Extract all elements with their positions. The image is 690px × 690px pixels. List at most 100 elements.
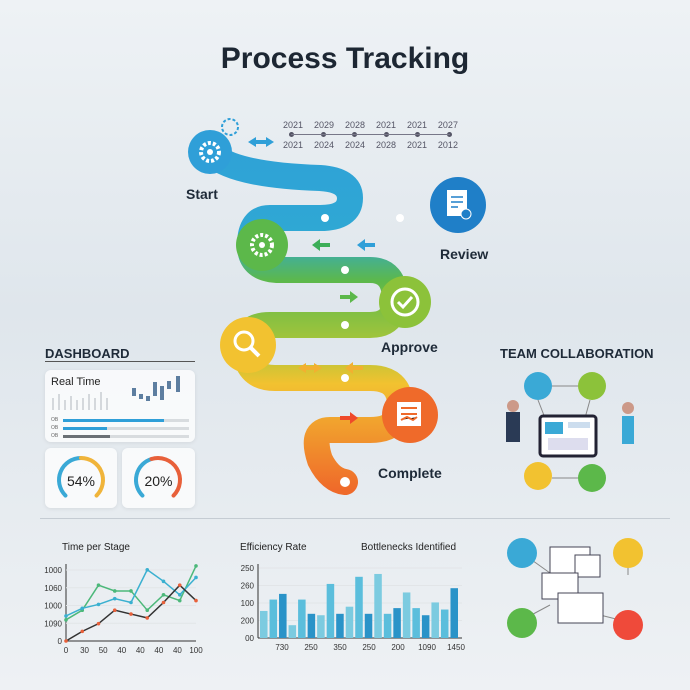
x-tick-label: 40 bbox=[136, 646, 145, 655]
x-tick-label: 40 bbox=[117, 646, 126, 655]
progress-track bbox=[63, 434, 189, 438]
x-tick-label: 250 bbox=[362, 643, 376, 652]
avatar bbox=[507, 538, 537, 568]
gauge-arc bbox=[57, 456, 83, 498]
checkmark-icon bbox=[390, 287, 420, 317]
avatar bbox=[578, 464, 606, 492]
bar bbox=[440, 609, 449, 638]
y-tick-label: 1000 bbox=[44, 602, 62, 611]
progress-row: OB bbox=[51, 416, 189, 424]
team-illustration bbox=[506, 372, 634, 492]
bar-chart-subtitle: Bottlenecks Identified bbox=[361, 542, 457, 553]
data-point bbox=[194, 598, 198, 603]
data-point bbox=[64, 639, 68, 643]
gauge-arc bbox=[79, 456, 105, 498]
arrow-icon bbox=[298, 363, 322, 373]
timeline-year: 2021 bbox=[283, 120, 304, 130]
y-tick-label: 1060 bbox=[44, 584, 62, 593]
progress-track bbox=[63, 418, 189, 422]
bar bbox=[450, 588, 458, 638]
avatar bbox=[613, 610, 643, 640]
progress-fill bbox=[63, 426, 108, 430]
data-point bbox=[80, 629, 85, 634]
series-line-blue bbox=[65, 568, 197, 617]
x-tick-label: 30 bbox=[80, 646, 89, 655]
arrow-icon bbox=[340, 291, 358, 303]
timeline-year: 2027 bbox=[437, 120, 458, 130]
x-tick-label: 40 bbox=[173, 646, 182, 655]
arrow-icon bbox=[345, 362, 363, 374]
dashboard-heading: DASHBOARD bbox=[45, 346, 130, 361]
gauge-value: 20% bbox=[144, 473, 173, 489]
y-tick-label: 00 bbox=[245, 634, 254, 643]
realtime-label: Real Time bbox=[51, 376, 101, 388]
arrow-icon bbox=[312, 239, 330, 251]
bar bbox=[317, 615, 325, 638]
timeline-year: 2029 bbox=[313, 120, 335, 130]
x-tick-label: 100 bbox=[189, 646, 203, 655]
gear-icon bbox=[250, 233, 274, 257]
bar bbox=[364, 613, 373, 638]
data-point bbox=[112, 589, 117, 593]
arrow-icon bbox=[357, 239, 375, 251]
data-point bbox=[177, 593, 182, 597]
timeline-year: 2021 bbox=[283, 140, 304, 150]
magnifier-icon bbox=[233, 330, 261, 358]
data-point bbox=[161, 600, 166, 605]
y-tick-label: 1090 bbox=[44, 619, 62, 628]
bar bbox=[374, 573, 382, 638]
x-tick-label: 50 bbox=[99, 646, 108, 655]
stage-label-review: Review bbox=[440, 246, 489, 262]
gauge-value: 54% bbox=[66, 473, 96, 489]
team-collaboration-heading: TEAM COLLABORATION bbox=[500, 346, 654, 361]
timeline-year: 2028 bbox=[375, 140, 396, 150]
progress-label: OB bbox=[51, 433, 59, 439]
bar bbox=[307, 613, 316, 638]
gauge-arc bbox=[134, 456, 154, 498]
data-point bbox=[64, 614, 68, 618]
data-point bbox=[129, 612, 133, 616]
gauge-arc bbox=[149, 456, 182, 498]
arrow-icon bbox=[340, 412, 358, 424]
gauge-card-2: 20% bbox=[122, 448, 195, 508]
avatar bbox=[613, 538, 643, 568]
data-point bbox=[80, 606, 85, 611]
data-point bbox=[161, 579, 166, 584]
stage-label-complete: Complete bbox=[378, 465, 442, 481]
x-tick-label: 1090 bbox=[418, 643, 436, 652]
form-icon bbox=[397, 402, 421, 426]
progress-fill bbox=[63, 418, 164, 422]
approve-node bbox=[379, 276, 431, 328]
data-point bbox=[64, 618, 68, 622]
bar bbox=[355, 576, 363, 638]
document-icon bbox=[447, 190, 472, 220]
x-tick-label: 730 bbox=[275, 643, 289, 652]
bar bbox=[402, 592, 411, 638]
bar bbox=[421, 615, 430, 638]
data-point bbox=[145, 608, 150, 612]
page-title: Process Tracking bbox=[220, 42, 470, 75]
bar bbox=[260, 610, 268, 638]
bar bbox=[326, 583, 335, 638]
data-point bbox=[96, 583, 101, 587]
avatar bbox=[524, 462, 552, 490]
small-gear-icon bbox=[221, 118, 239, 136]
data-point bbox=[145, 616, 150, 620]
bar bbox=[288, 625, 297, 638]
x-tick-label: 1450 bbox=[447, 643, 465, 652]
bar bbox=[336, 613, 344, 638]
timeline-year: 2021 bbox=[375, 120, 396, 130]
avatar bbox=[578, 372, 606, 400]
timeline-year: 2024 bbox=[344, 140, 365, 150]
timeline-year: 2021 bbox=[406, 120, 427, 130]
person-icon bbox=[622, 416, 634, 444]
progress-track bbox=[63, 426, 189, 430]
progress-label: OB bbox=[51, 417, 59, 423]
data-point bbox=[112, 596, 117, 601]
avatar bbox=[524, 372, 552, 400]
x-tick-label: 200 bbox=[391, 643, 405, 652]
